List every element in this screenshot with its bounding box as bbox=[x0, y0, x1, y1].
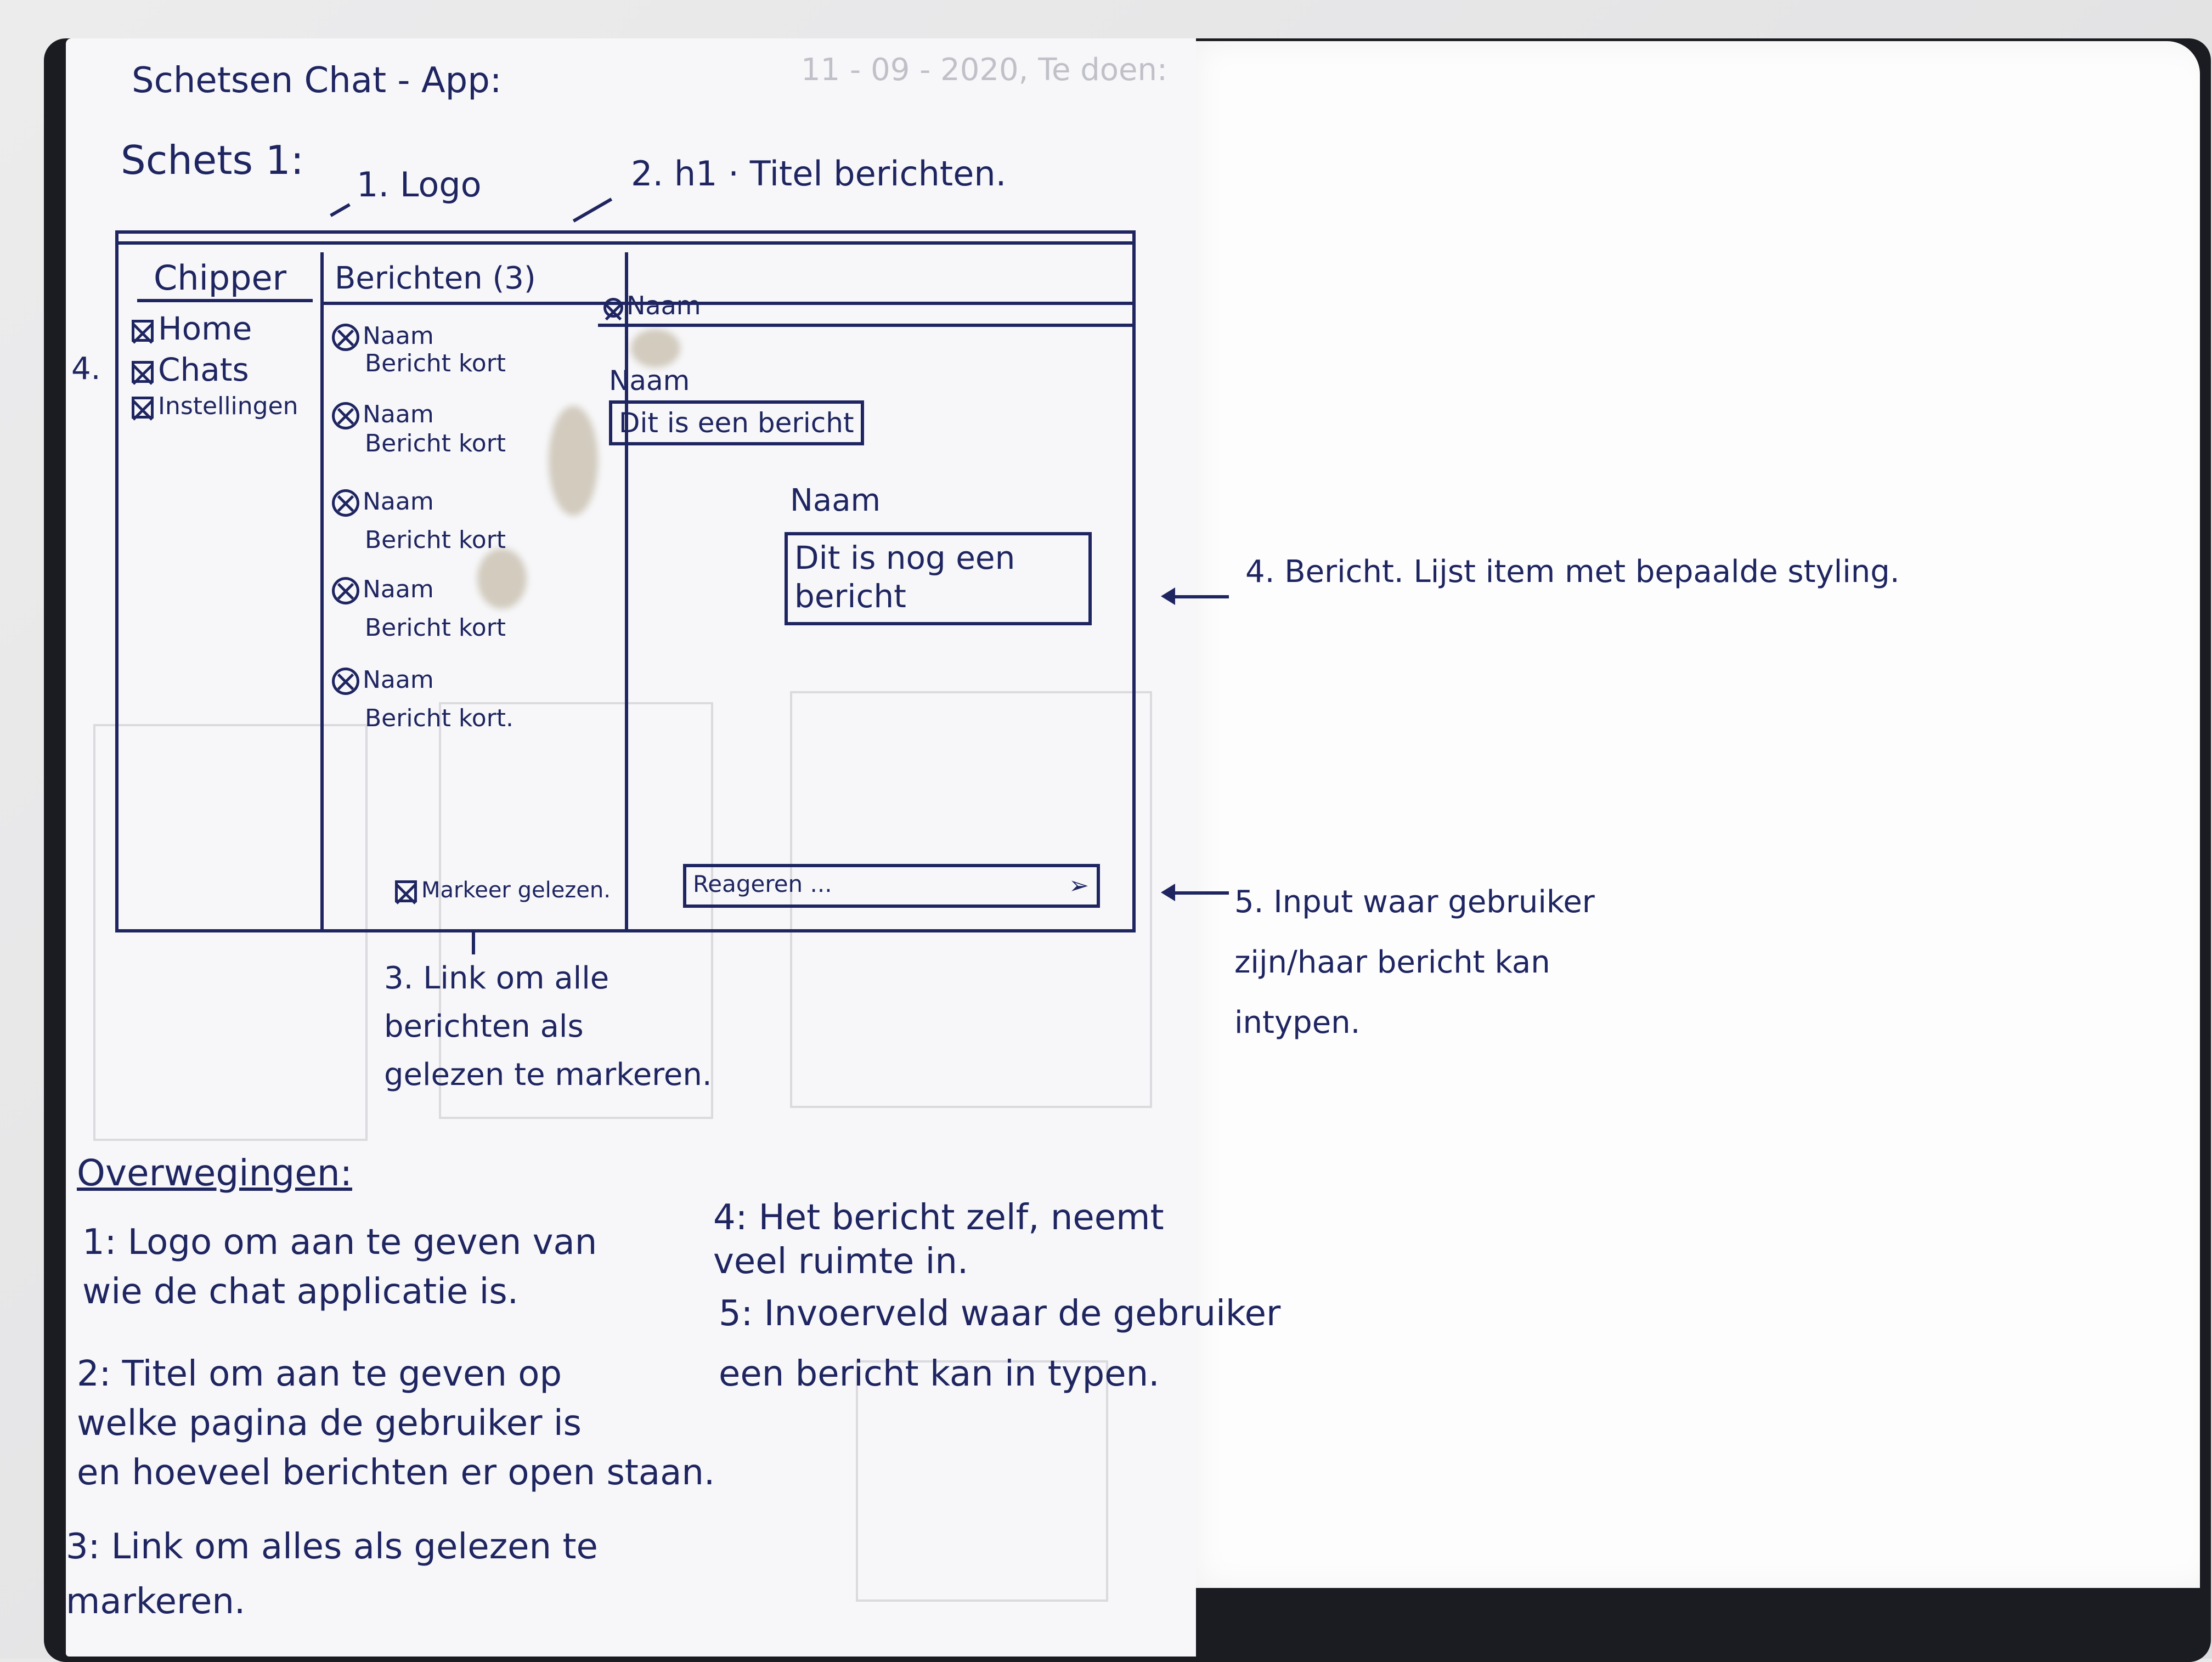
pointer-arrow-5 bbox=[1161, 884, 1229, 901]
avatar-icon bbox=[332, 668, 359, 695]
message-sender: Naam bbox=[790, 483, 881, 518]
chats-icon bbox=[132, 360, 154, 383]
ghost-sketch-2 bbox=[439, 702, 713, 1119]
ghost-sketch-3 bbox=[790, 691, 1152, 1108]
nav-label: Home bbox=[158, 310, 252, 347]
pointer-line-3 bbox=[472, 932, 475, 954]
avatar-icon bbox=[332, 577, 359, 604]
considerations-heading: Overwegingen: bbox=[77, 1152, 352, 1194]
annotation-h1: 2. h1 · Titel berichten. bbox=[631, 154, 1007, 194]
faded-date: 11 - 09 - 2020, Te doen: bbox=[801, 52, 1167, 88]
nav-item-chats[interactable]: Chats bbox=[132, 351, 249, 388]
chat-name: Naam bbox=[363, 488, 434, 516]
annotation-message: 4. Bericht. Lijst item met bepaalde styl… bbox=[1245, 554, 1900, 590]
logo-underline bbox=[137, 299, 313, 302]
stain bbox=[631, 329, 680, 368]
consideration-item: 2: Titel om aan te geven op welke pagina… bbox=[77, 1354, 715, 1493]
input-placeholder: Reageren ... bbox=[693, 870, 832, 897]
conversation-header: Naam bbox=[603, 291, 701, 320]
side-annotation-number: 4. bbox=[71, 351, 101, 387]
avatar-icon bbox=[332, 489, 359, 517]
subheader-line bbox=[324, 302, 1136, 305]
stain bbox=[549, 406, 598, 516]
annotation-link: 3. Link om alle berichten als gelezen te… bbox=[384, 960, 712, 1093]
chatlist-column bbox=[321, 252, 628, 932]
conversation-header-line bbox=[598, 324, 1136, 327]
sidebar-column bbox=[115, 252, 324, 932]
notebook-left-page bbox=[66, 38, 1196, 1657]
mark-read-link[interactable]: Markeer gelezen. bbox=[395, 878, 611, 903]
notebook-right-page bbox=[1180, 41, 2200, 1588]
nav-label: Chats bbox=[158, 351, 249, 388]
chat-preview: Bericht kort bbox=[365, 349, 506, 377]
home-icon bbox=[132, 319, 154, 342]
message-bubble: Dit is nog een bericht bbox=[785, 532, 1092, 625]
chat-preview: Bericht kort bbox=[365, 614, 506, 642]
chat-preview: Bericht kort bbox=[365, 526, 506, 554]
avatar-icon bbox=[332, 324, 359, 351]
logo: Chipper bbox=[154, 258, 287, 298]
avatar-icon bbox=[332, 402, 359, 429]
settings-icon bbox=[132, 397, 154, 419]
message-sender: Naam bbox=[609, 365, 690, 397]
page-title: Berichten (3) bbox=[335, 261, 536, 296]
consideration-item: 1: Logo om aan te geven van wie de chat … bbox=[82, 1222, 597, 1312]
annotation-logo: 1. Logo bbox=[357, 165, 482, 205]
message-input[interactable]: Reageren ... ➢ bbox=[683, 864, 1100, 908]
sketch-subtitle: Schets 1: bbox=[121, 137, 304, 183]
annotation-input: 5. Input waar gebruiker zijn/haar berich… bbox=[1234, 884, 1595, 1041]
header-line bbox=[115, 241, 1136, 245]
chat-preview: Bericht kort bbox=[365, 429, 506, 457]
nav-item-home[interactable]: Home bbox=[132, 310, 252, 347]
chat-name: Naam bbox=[363, 322, 434, 350]
chat-name: Naam bbox=[363, 666, 434, 694]
ghost-sketch-1 bbox=[93, 724, 368, 1141]
conversation-name: Naam bbox=[627, 291, 701, 320]
stain bbox=[477, 549, 527, 609]
send-arrow-icon[interactable]: ➢ bbox=[1069, 872, 1089, 900]
consideration-item: 5: Invoerveld waar de gebruiker een beri… bbox=[719, 1293, 1281, 1394]
chat-name: Naam bbox=[363, 575, 434, 603]
nav-item-settings[interactable]: Instellingen bbox=[132, 392, 298, 420]
mark-read-label: Markeer gelezen. bbox=[421, 878, 611, 903]
checkbox-icon bbox=[395, 880, 417, 902]
consideration-item: 3: Link om alles als gelezen te markeren… bbox=[66, 1527, 598, 1622]
avatar-icon bbox=[603, 297, 623, 318]
ghost-sketch-4 bbox=[856, 1360, 1108, 1602]
chat-preview: Bericht kort. bbox=[365, 704, 514, 732]
sketch-title: Schetsen Chat - App: bbox=[132, 60, 502, 101]
pointer-arrow-4 bbox=[1161, 587, 1229, 605]
consideration-item: 4: Het bericht zelf, neemt veel ruimte i… bbox=[713, 1197, 1164, 1282]
chat-name: Naam bbox=[363, 400, 434, 428]
nav-label: Instellingen bbox=[158, 392, 298, 420]
message-bubble: Dit is een bericht bbox=[609, 400, 864, 445]
